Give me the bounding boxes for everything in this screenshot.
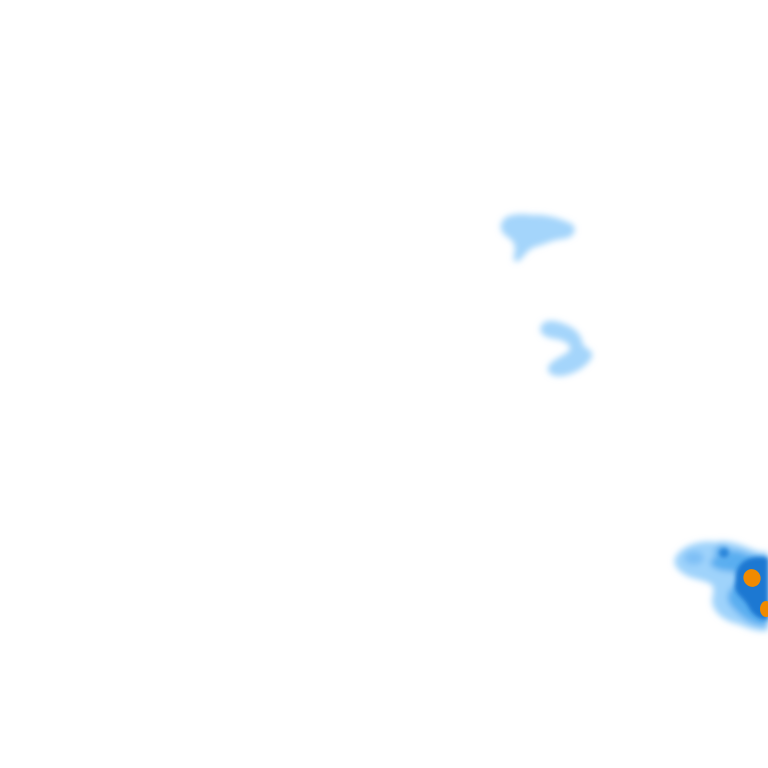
precip-core-very-heavy: [743, 569, 761, 587]
precip-core-very-heavy: [760, 601, 768, 617]
precip-cell-center: [540, 320, 593, 377]
precip-cell-southeast: [674, 541, 768, 632]
precip-area-light: [500, 214, 575, 262]
precip-area-heavy: [719, 548, 729, 558]
precip-area-moderate: [684, 551, 704, 565]
precip-area-heavy: [734, 557, 768, 620]
precip-cell-north: [500, 214, 575, 262]
precip-area-light: [540, 320, 593, 377]
